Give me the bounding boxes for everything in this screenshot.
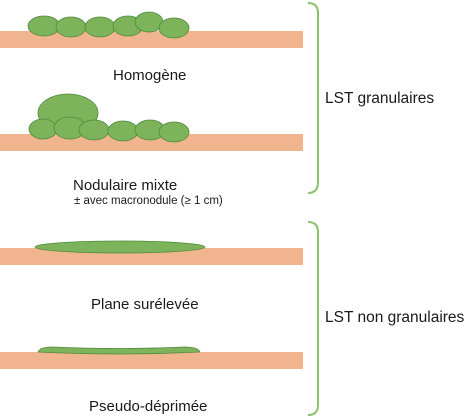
label-plane-surelevee: Plane surélevée [91, 296, 199, 313]
lesion-plane-surelevee [34, 240, 206, 254]
label-homogene: Homogène [113, 67, 187, 84]
label-pseudo-deprimee: Pseudo-déprimée [89, 398, 208, 415]
mucosa-band-pseudo [0, 352, 303, 369]
group-label-lst-granulaires: LST granulaires [325, 90, 435, 107]
group-label-lst-non-granulaires: LST non granulaires [325, 309, 465, 326]
lesion-homogene [27, 11, 190, 39]
note-macronodule: ± avec macronodule (≥ 1 cm) [74, 195, 223, 207]
lesion-pseudo-deprimee [37, 346, 201, 355]
label-nodulaire-mixte: Nodulaire mixte [73, 177, 178, 194]
bracket-lst-granulaires [307, 2, 319, 194]
lesion-nodulaire-mixte [28, 93, 190, 143]
bracket-lst-non-granulaires [307, 221, 319, 416]
